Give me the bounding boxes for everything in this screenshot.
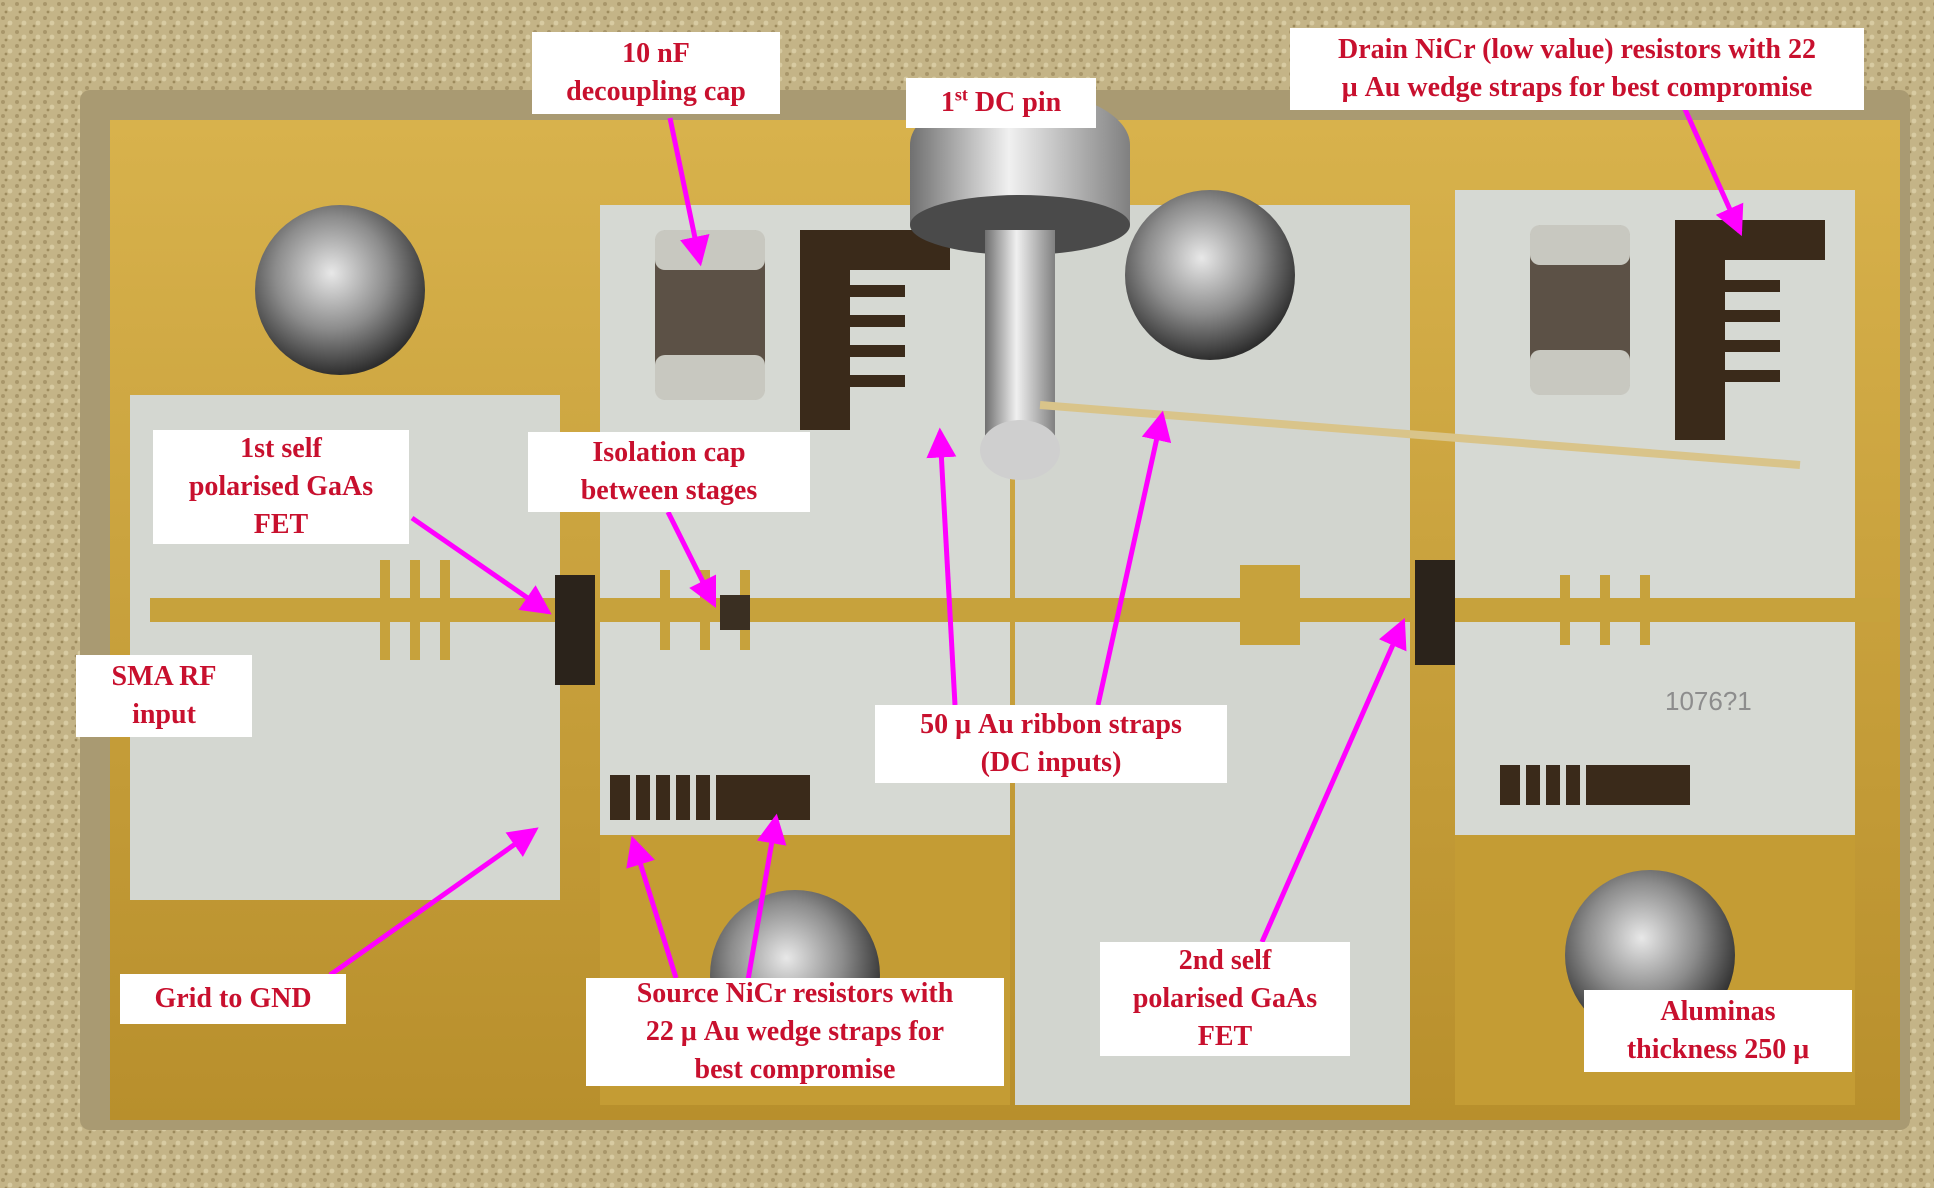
arrow-drain-resistors bbox=[1677, 96, 1744, 237]
decoupling-capacitor bbox=[655, 230, 765, 400]
board-marking: 1076?1 bbox=[1665, 686, 1752, 716]
label-line: polarised GaAs bbox=[1132, 983, 1318, 1014]
arrow-ribbon-b bbox=[1095, 410, 1172, 706]
label-line: Isolation cap bbox=[592, 437, 746, 468]
arrow-ribbon-a bbox=[926, 427, 958, 706]
label-line: 50 μ Au ribbon straps bbox=[920, 709, 1182, 740]
label-aluminas: Aluminas thickness 250 μ bbox=[1584, 990, 1852, 1072]
isolation-cap bbox=[720, 595, 750, 630]
label-line: decoupling cap bbox=[566, 76, 746, 107]
label-line: thickness 250 μ bbox=[1626, 1034, 1810, 1065]
label-line: SMA RF bbox=[111, 661, 217, 692]
label-dc-pin: 1st DC pin bbox=[906, 78, 1096, 128]
label-line: 22 μ Au wedge straps for bbox=[645, 1016, 945, 1047]
dc-pin-text: DC pin bbox=[967, 87, 1062, 118]
label-line: between stages bbox=[580, 475, 758, 506]
annotation-arrows bbox=[328, 96, 1744, 981]
label-line: 1st self bbox=[240, 433, 322, 464]
label-grid-gnd: Grid to GND bbox=[120, 974, 346, 1024]
label-source-resistors: Source NiCr resistors with 22 μ Au wedge … bbox=[586, 978, 1004, 1086]
resistor-gaps bbox=[630, 765, 1586, 820]
decoupling-capacitor-2 bbox=[1530, 225, 1630, 395]
label-line: FET bbox=[1197, 1021, 1253, 1052]
label-line: Grid to GND bbox=[154, 983, 312, 1014]
fet-1 bbox=[555, 575, 595, 685]
arrow-isolation-cap bbox=[665, 510, 717, 609]
label-line: polarised GaAs bbox=[188, 471, 374, 502]
label-line: 2nd self bbox=[1178, 945, 1272, 976]
label-drain-resistors: Drain NiCr (low value) resistors with 22… bbox=[1290, 28, 1864, 110]
label-line: (DC inputs) bbox=[980, 747, 1122, 778]
label-decoupling-cap: 10 nF decoupling cap bbox=[532, 32, 780, 114]
arrow-grid-gnd bbox=[328, 827, 539, 978]
label-line: 1st DC pin bbox=[941, 84, 1061, 122]
label-line: best compromise bbox=[694, 1054, 896, 1085]
arrow-source-a bbox=[626, 835, 679, 979]
arrow-fet1 bbox=[410, 515, 552, 615]
label-sma-input: SMA RF input bbox=[76, 655, 252, 737]
label-line: Drain NiCr (low value) resistors with 22 bbox=[1337, 34, 1817, 65]
label-isolation-cap: Isolation cap between stages bbox=[528, 432, 810, 512]
label-line: input bbox=[132, 699, 196, 730]
arrow-decoupling-cap bbox=[667, 117, 710, 267]
dc-pin-ordinal: st bbox=[954, 84, 968, 105]
screw bbox=[1125, 190, 1295, 360]
label-line: Aluminas bbox=[1660, 996, 1776, 1027]
label-line: μ Au wedge straps for best compromise bbox=[1341, 72, 1813, 103]
label-line: 10 nF bbox=[622, 38, 690, 69]
arrow-source-b bbox=[745, 813, 787, 981]
arrow-fet2 bbox=[1259, 617, 1407, 944]
screw bbox=[255, 205, 425, 375]
fet-2 bbox=[1415, 560, 1455, 665]
label-line: FET bbox=[253, 509, 309, 540]
dc-pin-number: 1 bbox=[940, 87, 955, 118]
label-line: Source NiCr resistors with bbox=[636, 978, 954, 1009]
label-ribbon-straps: 50 μ Au ribbon straps (DC inputs) bbox=[875, 705, 1227, 783]
